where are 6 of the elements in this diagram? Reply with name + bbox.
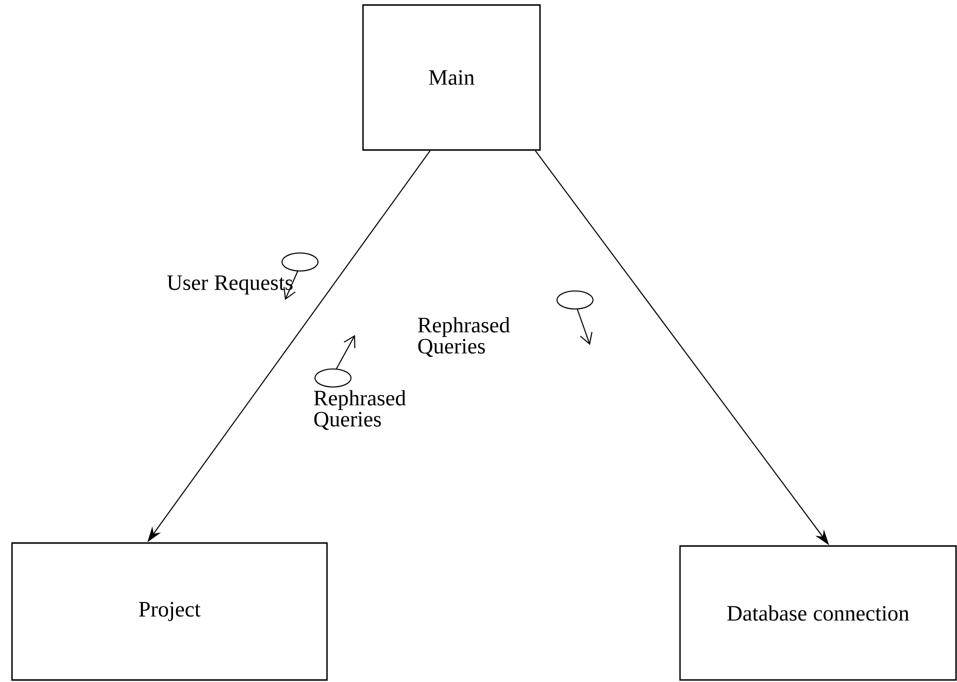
process-box: Database connection <box>679 545 957 681</box>
process-box: Main <box>362 4 541 151</box>
flow-label: Rephrased Queries <box>418 317 510 357</box>
flow-label: Rephrased Queries <box>314 390 406 430</box>
flow-label: User Requests <box>167 275 293 295</box>
process-box: Project <box>11 542 328 681</box>
